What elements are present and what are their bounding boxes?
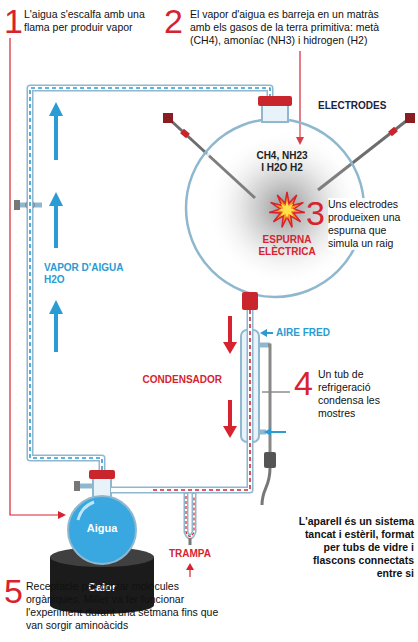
flask-outline <box>191 138 225 196</box>
callout-text: Receptacle per captar molècules orgàniqu… <box>26 580 236 632</box>
air-arrow <box>266 332 273 334</box>
air-arrow <box>260 329 267 337</box>
callout-text: El vapor d'aigua es barreja en un matràs… <box>190 8 400 47</box>
electrode <box>390 129 396 134</box>
part-label: CONDENSADOR <box>132 374 222 386</box>
flow-arrow <box>228 400 232 428</box>
callout-text: Un tub de refrigeració condensa les most… <box>318 368 414 420</box>
flask-outline <box>262 104 288 122</box>
callout-number: 1 <box>4 4 23 38</box>
vapour-arrow <box>54 312 58 352</box>
leader-line <box>58 511 66 519</box>
trap-tube <box>186 492 194 537</box>
flask-outline <box>68 496 136 564</box>
cooling-hose <box>268 345 270 452</box>
flask-label: Aigua <box>72 522 132 534</box>
flask-outline <box>89 470 115 479</box>
gas-label: CH4, NH23 I H2O H2 <box>254 150 310 174</box>
flow-arrow <box>228 316 232 344</box>
vapour-arrow <box>49 102 63 116</box>
air-arrow <box>264 428 271 436</box>
vapour-arrow <box>49 102 63 352</box>
vapour-arrow <box>49 300 63 314</box>
vapour-arrow <box>49 192 63 206</box>
stopcock <box>14 200 20 210</box>
callout-number: 3 <box>306 196 325 230</box>
flow-label: VAPOR D'AIGUA H2O <box>44 262 130 286</box>
vapour-arrow <box>54 114 58 160</box>
flask-outline <box>74 481 80 491</box>
flask-outline <box>278 201 296 219</box>
flask-outline <box>111 487 152 494</box>
callout-number: 2 <box>164 4 183 38</box>
leader-line <box>10 38 304 577</box>
electrode <box>182 131 188 136</box>
flask-outline <box>78 484 93 489</box>
spark-label: ESPURNA ELÈCTRICA <box>254 234 320 258</box>
note-text: L'aparell és un sistema tancat i estèril… <box>292 515 414 580</box>
cooling-hose <box>262 345 276 505</box>
electrode <box>163 113 173 123</box>
flask-outline <box>111 488 152 492</box>
callout-text: L'aigua s'escalfa amb una flama per prod… <box>24 8 154 34</box>
flask-outline <box>52 470 152 565</box>
part-label: TRAMPA <box>160 548 220 560</box>
cooling-hose <box>262 468 270 505</box>
electrode <box>405 113 415 123</box>
trap-tube <box>186 496 194 537</box>
flask-outline <box>258 96 292 106</box>
leader-line <box>189 569 190 577</box>
flow-label: AIRE FRED <box>276 327 330 339</box>
leader-line <box>262 392 290 393</box>
heater-body <box>50 547 154 567</box>
water-flask: Aigua <box>52 470 152 565</box>
flask-outline <box>78 502 94 520</box>
trap-tube <box>186 492 194 545</box>
flask-outline <box>269 192 305 227</box>
trap-tube <box>189 538 192 545</box>
part-label: ELECTRODES <box>318 100 386 112</box>
callout-text: Uns electrodes produeixen una espurna qu… <box>328 198 414 250</box>
callout-number: 4 <box>294 366 313 400</box>
glass-tube <box>152 310 250 490</box>
flow-arrow <box>223 316 237 438</box>
glass-tube <box>152 310 250 490</box>
air-arrow <box>270 431 286 433</box>
callout-number: 5 <box>4 574 23 608</box>
trap-tube <box>186 494 194 537</box>
leader-line <box>186 563 194 570</box>
glass-tube <box>152 310 250 490</box>
condenser-jacket <box>241 330 270 442</box>
flow-arrow <box>223 426 237 438</box>
vapour-arrow <box>54 204 58 248</box>
flask-outline <box>242 292 258 310</box>
cooling-hose <box>264 452 276 468</box>
glass-tube <box>152 310 250 490</box>
flow-arrow <box>223 342 237 354</box>
air-arrow <box>260 329 286 436</box>
